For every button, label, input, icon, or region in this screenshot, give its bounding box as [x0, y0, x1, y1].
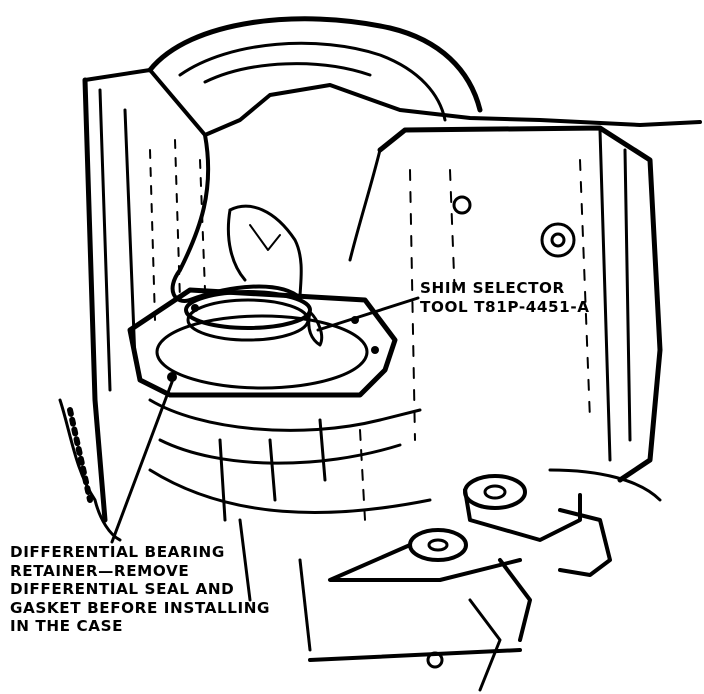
case-left-wall — [58, 77, 206, 542]
hand — [170, 133, 303, 303]
bearing-retainer — [127, 287, 398, 398]
callout-line: DIFFERENTIAL BEARING — [10, 543, 225, 561]
shim-selector-callout: SHIM SELECTOR TOOL T81P-4451-A — [420, 279, 590, 316]
leader-bearing-retainer — [110, 380, 174, 544]
case-right-body — [348, 125, 663, 483]
bell-housing-top — [83, 16, 702, 137]
callout-line: GASKET BEFORE INSTALLING — [10, 598, 271, 617]
callout-line: RETAINER—REMOVE — [10, 561, 190, 580]
callout-line: SHIM SELECTOR — [420, 279, 565, 297]
leader-shim-selector — [316, 296, 420, 332]
mount-bracket — [308, 468, 662, 692]
callout-line: DIFFERENTIAL SEAL AND — [10, 580, 235, 598]
bearing-retainer-callout: DIFFERENTIAL BEARING RETAINER—REMOVE DIF… — [10, 543, 270, 636]
case-lower-ribs — [148, 398, 432, 652]
callout-line: IN THE CASE — [10, 617, 124, 635]
callout-line: TOOL T81P-4451-A — [420, 297, 590, 316]
